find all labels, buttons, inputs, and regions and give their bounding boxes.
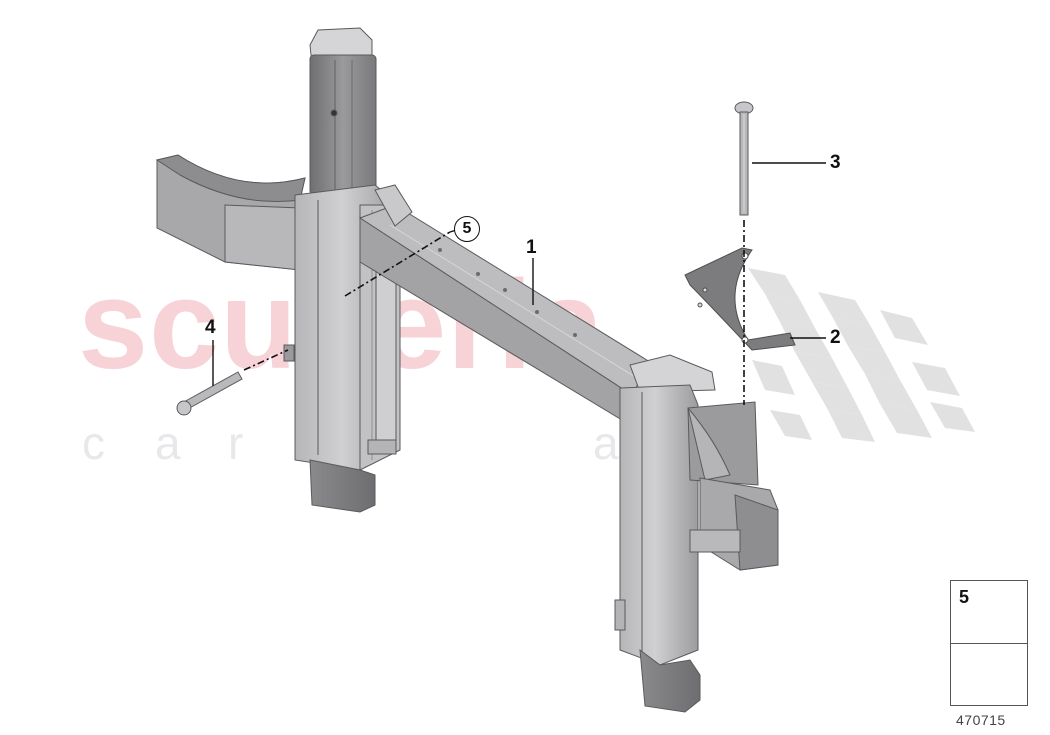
left-column-top (309, 27, 377, 196)
assembly-lines (243, 220, 745, 405)
callout-4[interactable]: 4 (205, 317, 216, 338)
callout-2[interactable]: 2 (830, 327, 841, 348)
leader-lines (212, 162, 826, 386)
right-curved-bracket (687, 401, 779, 571)
callout-5-circled[interactable]: 5 (454, 216, 480, 242)
diagram-number: 470715 (956, 712, 1006, 728)
callout-3[interactable]: 3 (830, 152, 841, 173)
hex-bolt-4 (176, 344, 295, 416)
crossbar-frame (358, 184, 651, 421)
clip-nut-icon (971, 595, 1021, 635)
long-hex-bolt-3 (734, 101, 754, 216)
right-column-body (614, 354, 716, 713)
direction-arrow-icon (955, 647, 1025, 702)
callout-1[interactable]: 1 (526, 237, 537, 258)
legend-divider (951, 643, 1027, 644)
legend-item-number: 5 (959, 587, 970, 607)
legend-box: 5 (950, 580, 1028, 706)
left-curved-bracket (155, 154, 306, 271)
curved-plate-bracket (684, 247, 796, 351)
